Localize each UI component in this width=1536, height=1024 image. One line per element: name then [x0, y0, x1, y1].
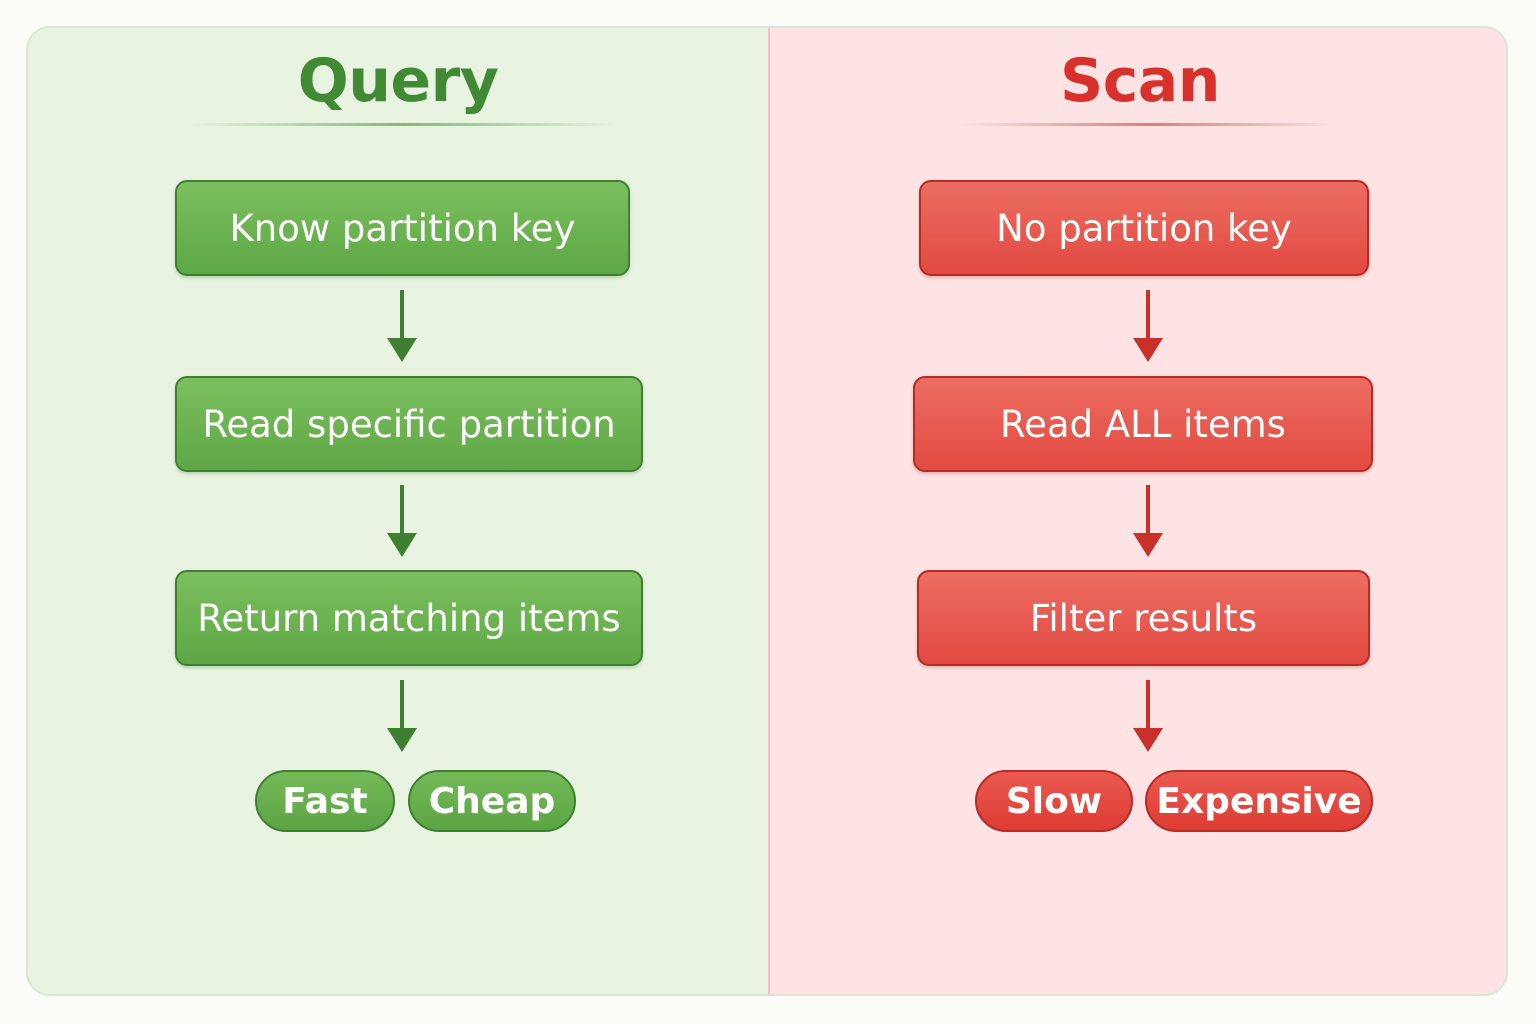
- scan-title-underline: [960, 123, 1340, 126]
- comparison-frame: Query Know partition key Read specific p…: [26, 26, 1508, 996]
- query-outcome-cheap: Cheap: [408, 770, 576, 832]
- scan-outcome-expensive: Expensive: [1145, 770, 1373, 832]
- scan-outcome-slow: Slow: [975, 770, 1133, 832]
- scan-arrow-down-icon: [1133, 485, 1163, 557]
- query-arrow-down-icon: [387, 290, 417, 362]
- query-step-know-partition-key: Know partition key: [175, 180, 630, 276]
- scan-step-read-all-items: Read ALL items: [913, 376, 1373, 472]
- query-outcome-fast: Fast: [255, 770, 395, 832]
- scan-panel: Scan No partition key Read ALL items Fil…: [768, 28, 1506, 994]
- scan-step-filter-results: Filter results: [917, 570, 1370, 666]
- query-step-return-matching-items: Return matching items: [175, 570, 643, 666]
- query-panel: Query Know partition key Read specific p…: [28, 28, 768, 994]
- scan-title: Scan: [1060, 46, 1220, 116]
- scan-arrow-down-icon: [1133, 290, 1163, 362]
- query-title: Query: [297, 46, 499, 116]
- query-arrow-down-icon: [387, 680, 417, 752]
- query-arrow-down-icon: [387, 485, 417, 557]
- scan-step-no-partition-key: No partition key: [919, 180, 1369, 276]
- query-step-read-specific-partition: Read specific partition: [175, 376, 643, 472]
- scan-arrow-down-icon: [1133, 680, 1163, 752]
- query-title-underline: [188, 123, 618, 126]
